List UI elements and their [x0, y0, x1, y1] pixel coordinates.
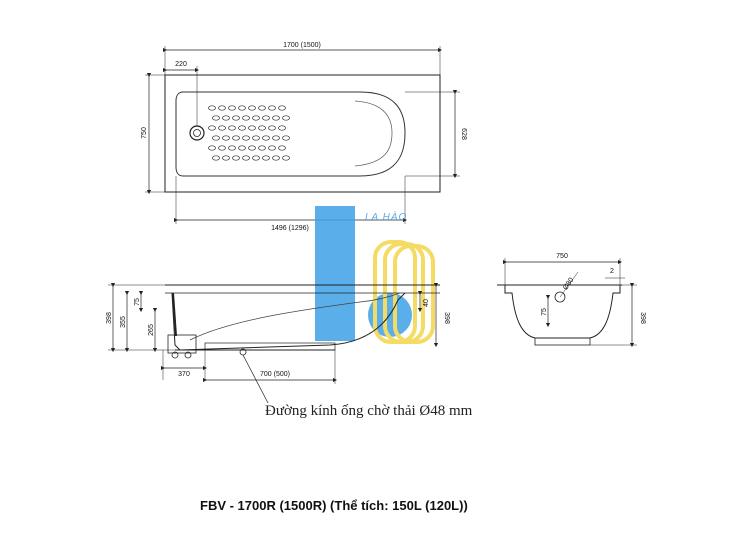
anti-slip-dot [242, 155, 250, 161]
anti-slip-dot [272, 155, 280, 161]
anti-slip-dot [262, 155, 270, 161]
dim-inner-width: 628 [460, 128, 467, 140]
anti-slip-dot [278, 145, 286, 151]
drain-icon [189, 125, 205, 141]
anti-slip-dot [232, 115, 240, 121]
anti-slip-dot [218, 105, 226, 111]
dim-overall-length: 1700 (1500) [283, 42, 321, 49]
dim-height-total: 398 [106, 312, 113, 324]
anti-slip-dot [278, 125, 286, 131]
dim-height-right: 398 [443, 312, 450, 324]
side-view-body [171, 292, 406, 351]
anti-slip-dot [238, 125, 246, 131]
anti-slip-dot [222, 155, 230, 161]
dim-end-hole: Ø80 [562, 277, 575, 292]
anti-slip-dot [218, 125, 226, 131]
dim-end-height: 398 [639, 312, 646, 324]
drain-pipe-note: Đường kính ống chờ thải Ø48 mm [265, 403, 473, 419]
anti-slip-dot [208, 145, 216, 151]
anti-slip-dot [212, 115, 220, 121]
top-view-basin [175, 91, 406, 177]
overflow-hole-icon [554, 291, 566, 303]
anti-slip-dot [238, 105, 246, 111]
brand-text: LA HÀO [365, 210, 407, 223]
top-view: 1700 (1500) 220 750 628 1496 (1296) [141, 42, 467, 232]
anti-slip-dot [268, 125, 276, 131]
anti-slip-dot [252, 155, 260, 161]
anti-slip-dot [208, 125, 216, 131]
dim-end-width: 750 [556, 253, 568, 260]
anti-slip-pattern [208, 105, 290, 161]
anti-slip-dot [258, 145, 266, 151]
anti-slip-dot [222, 115, 230, 121]
logo-blue-bar [315, 206, 355, 341]
anti-slip-dot [232, 155, 240, 161]
brand-logo: LA HÀO [315, 206, 435, 344]
anti-slip-dot [242, 135, 250, 141]
dim-drain-offset: 220 [175, 61, 187, 68]
anti-slip-dot [208, 105, 216, 111]
anti-slip-dot [282, 135, 290, 141]
anti-slip-dot [262, 115, 270, 121]
anti-slip-dot [228, 145, 236, 151]
dim-height-rim: 355 [120, 316, 127, 328]
side-view: 398 355 75 265 40 398 370 700 (500) [106, 282, 450, 404]
dim-end-drain-height: 75 [541, 308, 548, 316]
anti-slip-dot [212, 155, 220, 161]
anti-slip-dot [268, 105, 276, 111]
anti-slip-dot [262, 135, 270, 141]
anti-slip-dot [282, 155, 290, 161]
dim-end-gap: 2 [610, 268, 614, 275]
anti-slip-dot [278, 105, 286, 111]
drain-fitting-icon [167, 334, 197, 354]
anti-slip-dot [248, 125, 256, 131]
top-view-outer-rim [164, 74, 441, 193]
anti-slip-dot [232, 135, 240, 141]
anti-slip-dot [252, 135, 260, 141]
anti-slip-dot [242, 115, 250, 121]
anti-slip-dot [212, 135, 220, 141]
dim-support-distance: 700 (500) [260, 371, 290, 378]
anti-slip-dot [282, 115, 290, 121]
end-view: 750 2 Ø80 75 398 [497, 253, 646, 348]
anti-slip-dot [268, 145, 276, 151]
anti-slip-dot [272, 115, 280, 121]
dim-overall-width: 750 [141, 127, 148, 139]
dim-height-drain-top: 75 [134, 298, 141, 306]
dim-drain-distance: 370 [178, 371, 190, 378]
anti-slip-dot [228, 125, 236, 131]
anti-slip-dot [272, 135, 280, 141]
anti-slip-dot [248, 105, 256, 111]
anti-slip-dot [258, 125, 266, 131]
anti-slip-dot [218, 145, 226, 151]
anti-slip-dot [248, 145, 256, 151]
anti-slip-dot [238, 145, 246, 151]
dim-inner-length: 1496 (1296) [271, 225, 309, 232]
anti-slip-dot [228, 105, 236, 111]
dim-depth-slope: 40 [423, 299, 430, 307]
dim-height-drain: 265 [148, 324, 155, 336]
logo-yellow-bar-3 [393, 244, 435, 344]
anti-slip-dot [252, 115, 260, 121]
anti-slip-dot [258, 105, 266, 111]
product-caption: FBV - 1700R (1500R) (Thể tích: 150L (120… [200, 498, 468, 513]
anti-slip-dot [222, 135, 230, 141]
